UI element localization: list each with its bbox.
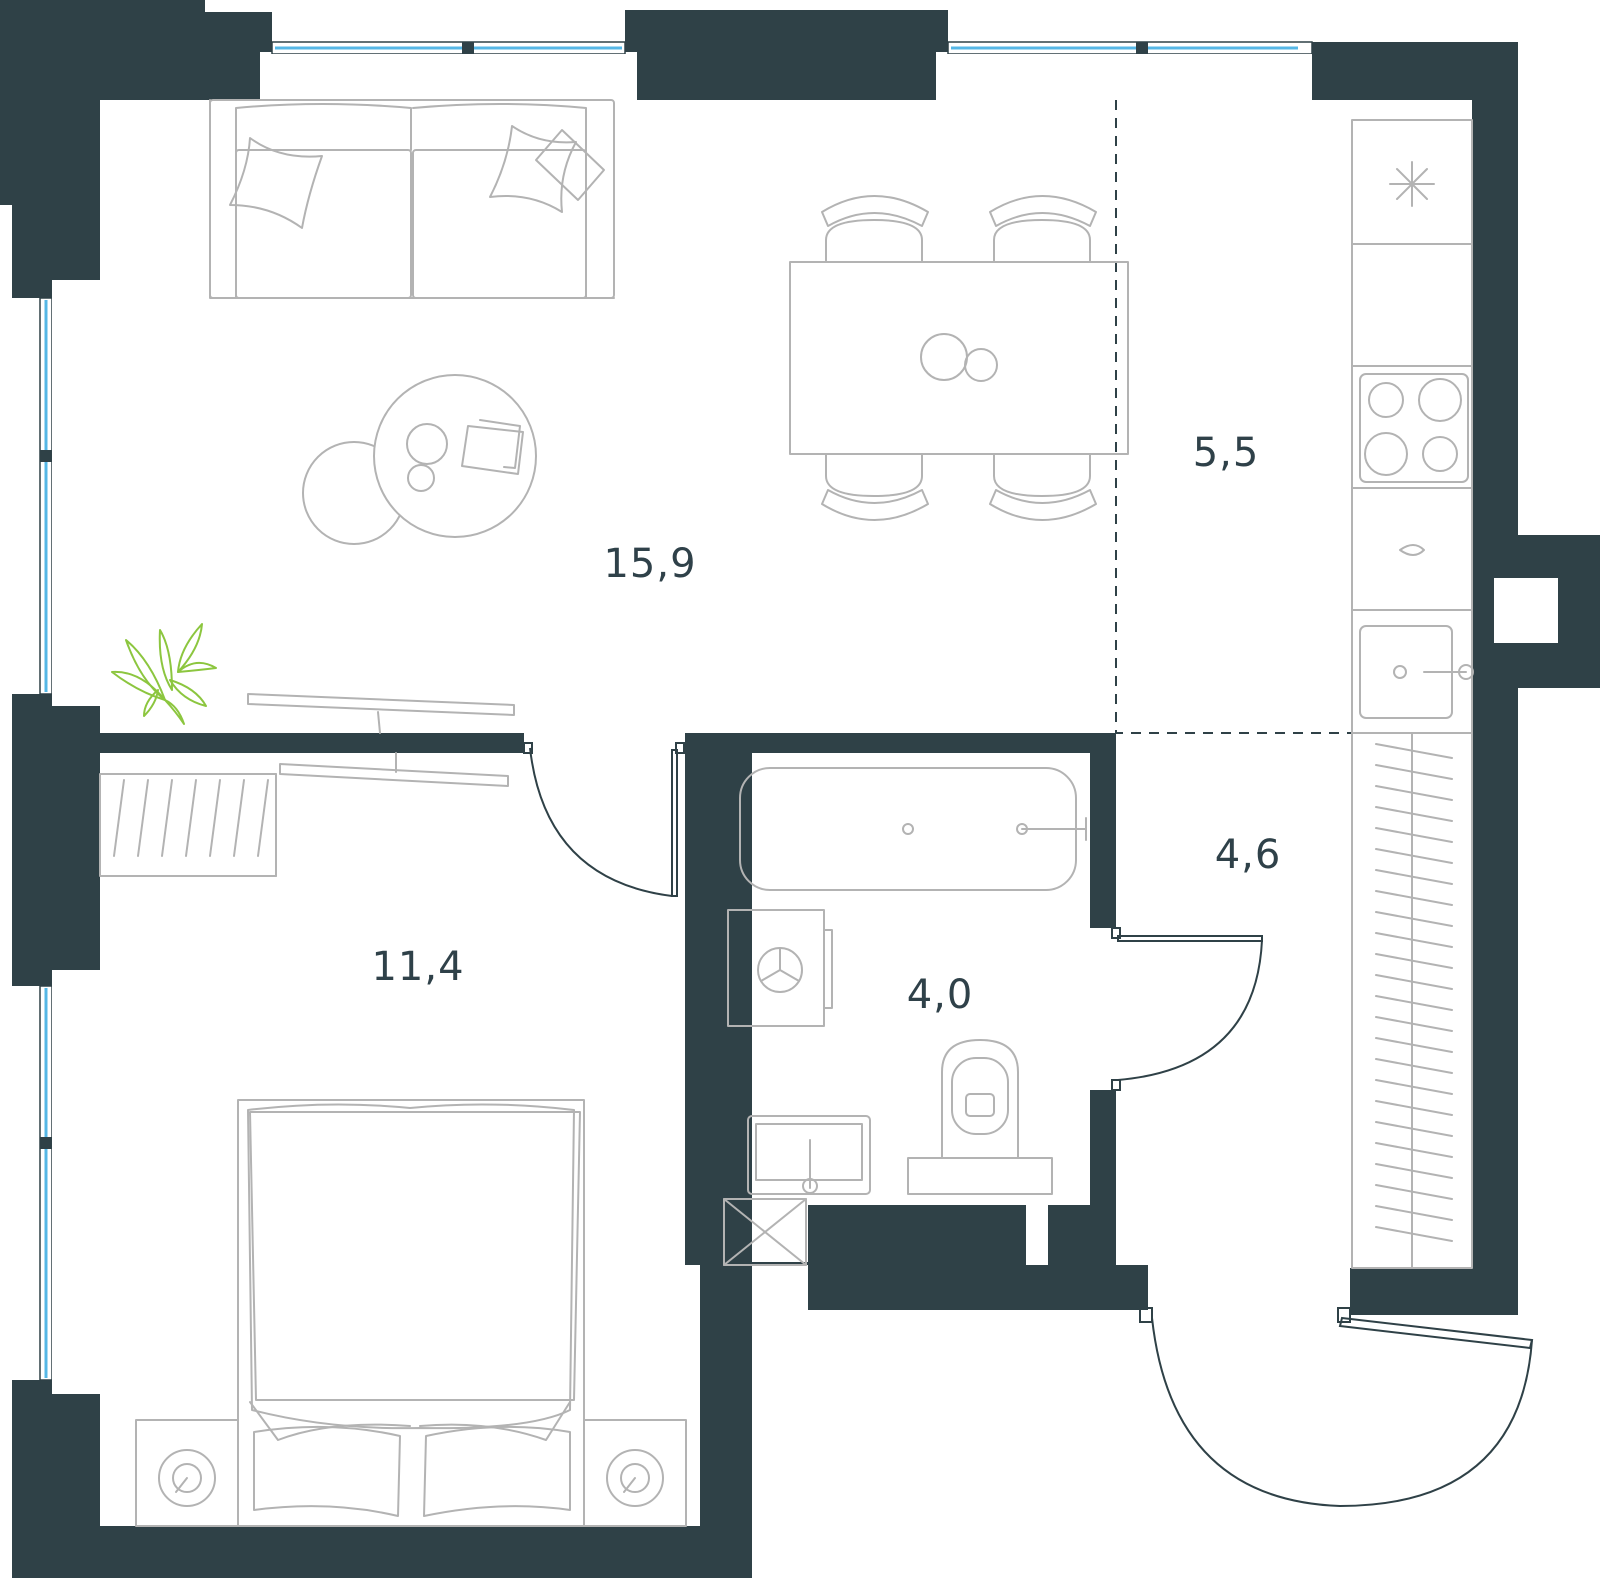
hanger-line (1375, 974, 1453, 990)
wall-partition-living-bedroom (100, 733, 524, 753)
wall-bottom (12, 742, 752, 1578)
hanger-line (1375, 890, 1453, 906)
bedroom-wardrobe-hangers (113, 779, 269, 857)
hanger-line (1375, 1121, 1453, 1137)
hanger-line (1375, 869, 1453, 885)
door-bedroom (529, 747, 673, 897)
hanger-line (1375, 995, 1453, 1011)
hanger-line (1375, 1205, 1453, 1221)
wall-top-left (0, 0, 272, 298)
hanger-line (1375, 827, 1453, 843)
windows (39, 41, 1313, 1394)
hanger-line (209, 779, 221, 857)
kitchen-counter-icon (1351, 119, 1473, 734)
stove-icon (1359, 373, 1469, 483)
washing-machine-icon (727, 909, 833, 1027)
hanger-line (1375, 1163, 1453, 1179)
plant-icon (111, 623, 217, 725)
wardrobe-hangers (1375, 743, 1453, 1242)
hanger-line (1375, 785, 1453, 801)
area-label-living-room: 15,9 (603, 541, 696, 587)
area-label-bedroom: 11,4 (371, 944, 464, 990)
toilet-icon (907, 1039, 1053, 1195)
hanger-line (1375, 743, 1453, 759)
tv-console-icon (247, 693, 515, 734)
washbasin-icon (747, 1115, 871, 1195)
wall-bathroom-inner (808, 1205, 826, 1265)
shaft (1494, 578, 1558, 643)
wall-top-middle (625, 10, 948, 100)
hanger-line (233, 779, 245, 857)
hanger-line (1375, 953, 1453, 969)
hanger-line (185, 779, 197, 857)
sofa-icon (209, 99, 615, 299)
hanger-line (257, 779, 269, 857)
wall-right (1312, 42, 1600, 1315)
hanger-line (1375, 1079, 1453, 1095)
hanger-line (1375, 848, 1453, 864)
wall-left-middle (12, 694, 100, 986)
bed-icon (237, 1099, 585, 1527)
hanger-line (1375, 1184, 1453, 1200)
hanger-line (161, 779, 173, 857)
bathtub-icon (739, 767, 1087, 891)
hanger-line (1375, 1226, 1453, 1242)
kitchen-zone-boundary (1115, 100, 1472, 734)
hanger-line (1375, 932, 1453, 948)
fridge-icon (1389, 161, 1435, 207)
wall-bathroom (685, 733, 1140, 1310)
hanger-line (113, 779, 125, 857)
hanger-line (1375, 911, 1453, 927)
hanger-line (137, 779, 149, 857)
hanger-line (1375, 1100, 1453, 1116)
area-label-hallway: 4,6 (1215, 832, 1282, 878)
area-label-kitchen: 5,5 (1193, 430, 1260, 476)
hanger-line (1375, 1037, 1453, 1053)
nightstand-left-icon (135, 1419, 239, 1527)
hanger-line (1375, 1058, 1453, 1074)
sink-icon (1359, 625, 1474, 719)
wall-bathroom-bottom-ledge (808, 1265, 1148, 1310)
wardrobe-bedroom-icon (99, 752, 509, 877)
door-entrance (1151, 1317, 1533, 1508)
area-label-bathroom: 4,0 (907, 972, 974, 1018)
hanger-line (1375, 1016, 1453, 1032)
hanger-line (1375, 1142, 1453, 1158)
shaft-box-icon (723, 1198, 807, 1266)
wardrobe-icon (1351, 732, 1473, 1269)
door-bathroom (1117, 939, 1263, 1081)
doors (523, 742, 1534, 1508)
hanger-line (1375, 806, 1453, 822)
dining-table-icon (789, 195, 1129, 521)
hanger-line (1375, 764, 1453, 780)
dishwasher-icon (1399, 544, 1425, 556)
nightstand-right-icon (583, 1419, 687, 1527)
coffee-table-icon (302, 374, 537, 545)
